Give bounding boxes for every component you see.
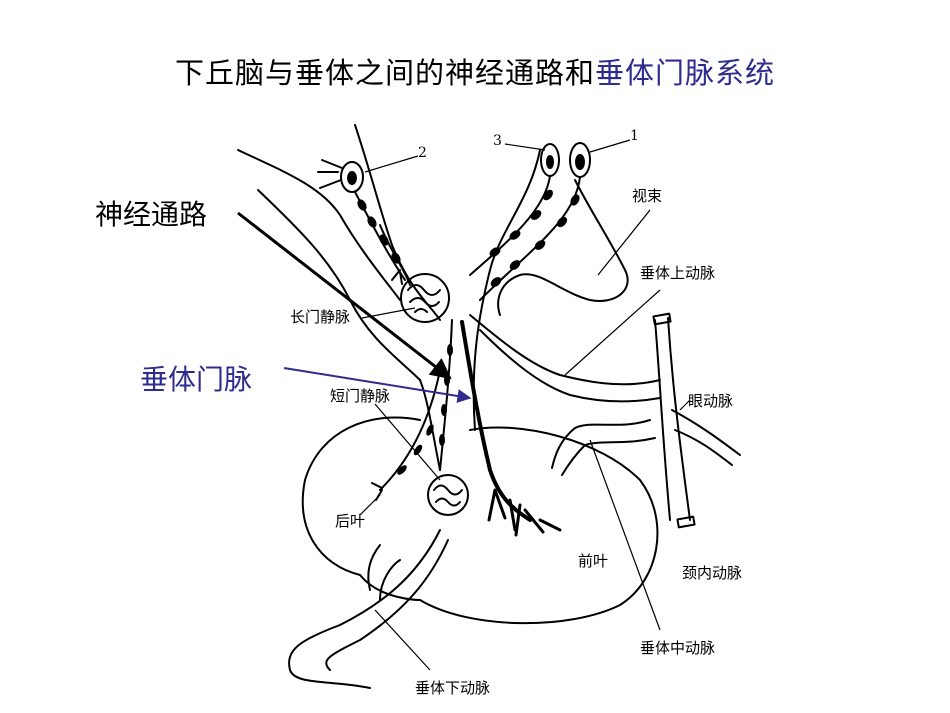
optic-tract-shape	[498, 180, 627, 315]
inferior-artery-branch	[368, 545, 380, 590]
carotid-cut	[677, 517, 694, 528]
superior-artery-2	[480, 330, 660, 401]
pointer-inferior-artery	[375, 610, 430, 670]
infundibulum-right	[474, 150, 540, 430]
label-inferior-hypophyseal-artery: 垂体下动脉	[415, 677, 490, 698]
anterior-lobe-capillaries	[489, 490, 560, 535]
pointer-neuron-1	[590, 140, 630, 152]
portal-vessel-callout: 垂体门脉	[140, 358, 252, 398]
posterior-lobe-outline	[303, 418, 420, 576]
ophthalmic-branch-2	[675, 430, 732, 465]
superior-artery	[470, 315, 660, 384]
label-middle-hypophyseal-artery: 垂体中动脉	[640, 637, 715, 658]
label-neuron-1: 1	[630, 128, 639, 144]
carotid-artery-left	[655, 320, 670, 520]
pointer-superior-artery	[565, 290, 660, 375]
label-internal-carotid-artery: 颈内动脉	[682, 562, 742, 583]
label-short-portal-vein: 短门静脉	[330, 385, 390, 406]
label-ophthalmic-artery: 眼动脉	[688, 390, 733, 411]
label-anterior-lobe: 前叶	[578, 550, 608, 571]
label-neuron-2: 2	[418, 145, 427, 161]
label-neuron-3: 3	[493, 133, 502, 149]
label-superior-hypophyseal-artery: 垂体上动脉	[640, 262, 715, 283]
third-ventricle-wall	[355, 125, 440, 320]
secondary-plexus	[428, 475, 468, 515]
middle-artery	[552, 420, 650, 468]
primary-plexus	[401, 274, 449, 322]
axon-3	[470, 176, 550, 275]
label-long-portal-vein: 长门静脉	[290, 306, 350, 327]
inferior-artery-1	[289, 530, 440, 688]
label-posterior-lobe: 后叶	[335, 510, 365, 531]
neural-pathway-arrow	[238, 213, 450, 378]
pointer-neuron-2	[365, 156, 418, 172]
label-optic-tract: 视束	[632, 185, 662, 206]
hypothalamus-outline-left	[258, 190, 420, 380]
pointer-neuron-3	[505, 144, 545, 150]
neural-pathway-callout: 神经通路	[95, 193, 207, 233]
